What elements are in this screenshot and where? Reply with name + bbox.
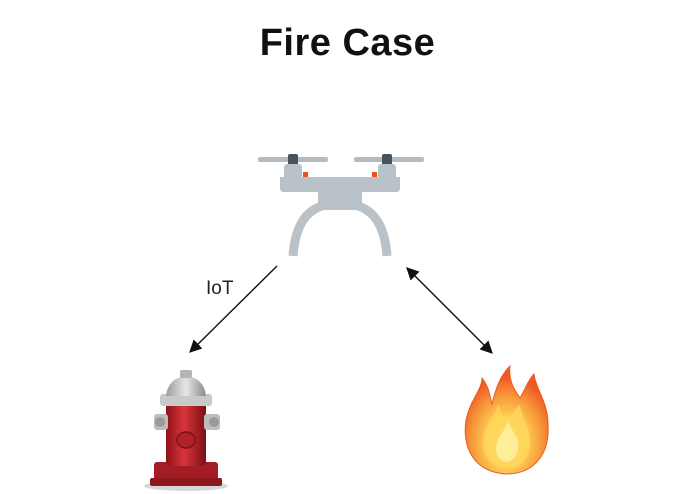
fire-icon: [464, 364, 549, 475]
drone-icon: [258, 154, 424, 257]
edge-drone-to-hydrant: [189, 265, 278, 353]
edge-drone-fire: [406, 267, 493, 354]
edge-label-iot: IoT: [206, 278, 234, 299]
fire-hydrant-icon: [144, 370, 228, 491]
diagram-title: Fire Case: [259, 22, 436, 64]
